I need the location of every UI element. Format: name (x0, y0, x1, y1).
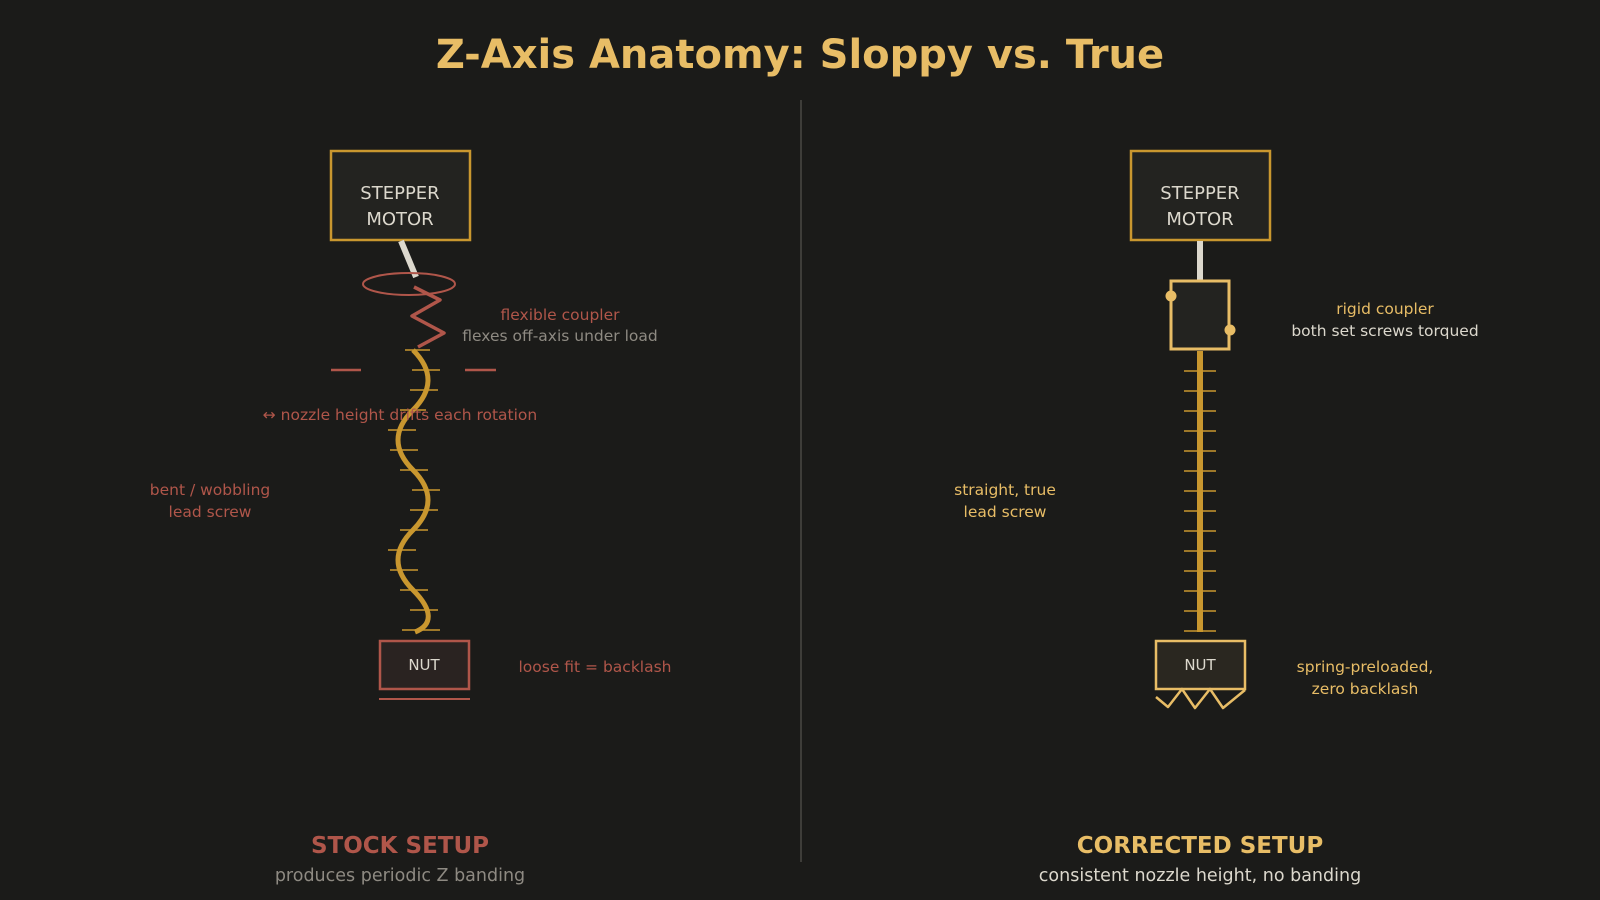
stock-wobble-orbit-ellipse (362, 272, 456, 296)
stock-setup-heading: STOCK SETUP (311, 833, 489, 859)
corrected-lead-screw-threads (1184, 370, 1216, 632)
corrected-screw-label-line1: straight, true (954, 481, 1056, 499)
corrected-preload-spring (1155, 687, 1246, 710)
stock-motor-shaft-angled (398, 239, 419, 279)
corrected-setup-heading: CORRECTED SETUP (1077, 833, 1323, 859)
corrected-nut-label: NUT (1184, 656, 1216, 674)
corrected-set-screw-bottom (1224, 324, 1236, 336)
stock-setup-subheading: produces periodic Z banding (275, 866, 525, 886)
stock-coupler-note: flexes off-axis under load (462, 327, 657, 345)
stock-drift-note: ↔ nozzle height drifts each rotation (263, 406, 537, 424)
stock-motor-label-line2: MOTOR (366, 209, 433, 230)
stock-nut-note: loose fit = backlash (518, 658, 671, 676)
stock-coupler-label: flexible coupler (501, 306, 621, 324)
stock-screw-label-line1: bent / wobbling (150, 481, 270, 499)
corrected-nut-note-line1: spring-preloaded, (1297, 658, 1434, 676)
stock-nut-label: NUT (408, 656, 440, 674)
stock-lead-screw-threads (388, 349, 440, 631)
stock-stepper-motor-box (329, 149, 472, 242)
corrected-nut-note-line2: zero backlash (1312, 680, 1419, 698)
stock-screw-label-line2: lead screw (169, 503, 252, 521)
corrected-setup-subheading: consistent nozzle height, no banding (1039, 866, 1361, 886)
corrected-coupler-note: both set screws torqued (1291, 322, 1478, 340)
stock-setup-panel: STEPPER MOTOR NUT flexible c (150, 149, 672, 886)
stock-motor-label-line1: STEPPER (360, 183, 439, 204)
corrected-rigid-coupler-box (1169, 279, 1231, 351)
corrected-stepper-motor-box (1129, 149, 1272, 242)
corrected-screw-label-line2: lead screw (964, 503, 1047, 521)
corrected-coupler-label: rigid coupler (1336, 300, 1434, 318)
corrected-nut-box (1154, 639, 1247, 691)
corrected-motor-label-line1: STEPPER (1160, 183, 1239, 204)
diagram-title: Z-Axis Anatomy: Sloppy vs. True (436, 32, 1164, 78)
stock-nut-box (378, 639, 471, 691)
corrected-setup-panel: STEPPER MOTOR NUT rigid coupler both (954, 149, 1479, 886)
corrected-set-screw-top (1165, 290, 1177, 302)
corrected-motor-label-line2: MOTOR (1166, 209, 1233, 230)
stock-flexible-coupler-spring (410, 285, 446, 349)
